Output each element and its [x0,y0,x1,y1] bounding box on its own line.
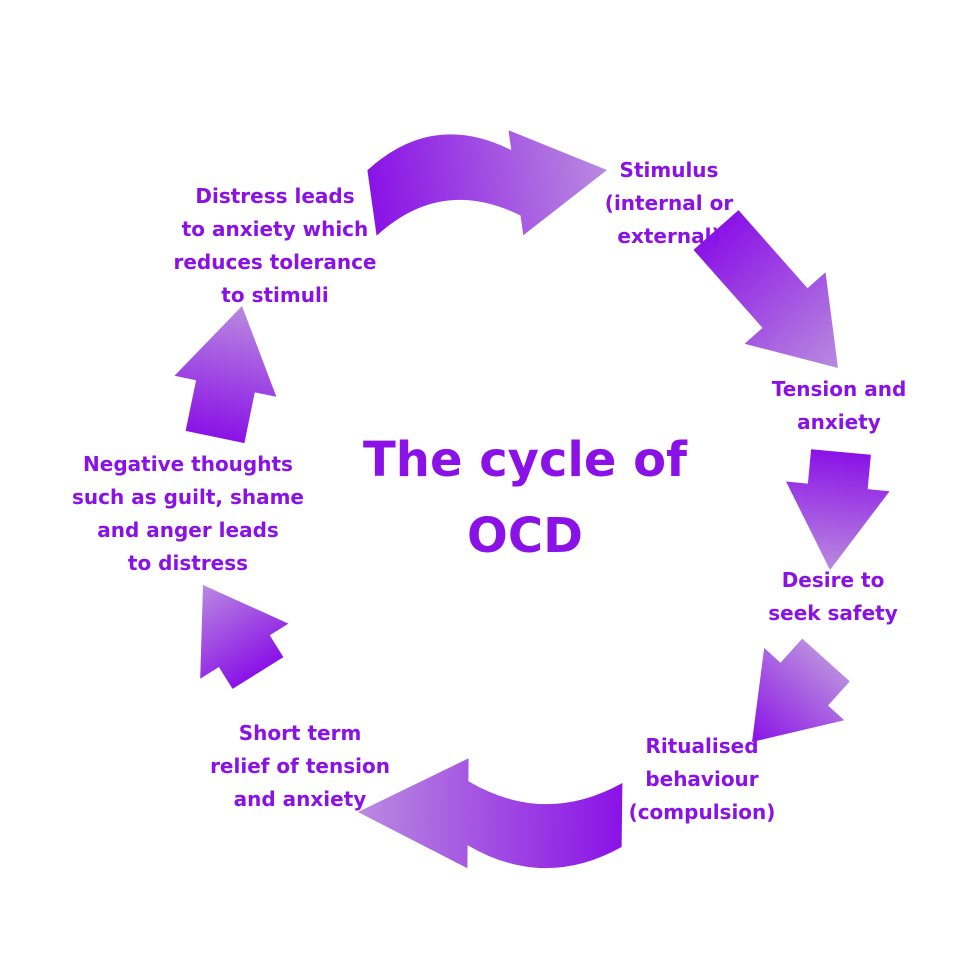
arrow-desire-to-ritual-icon [752,638,850,742]
step-line: reduces tolerance [173,250,377,274]
diagram-title: The cycle of OCD [363,422,687,574]
step-line: to distress [127,551,249,575]
step-line: such as guilt, shame [72,485,304,509]
arrow-stimulus-to-tension-icon [693,210,838,368]
arrow-ritual-to-relief-icon [358,758,623,869]
step-line: Stimulus [619,158,719,182]
step-distress: Distress leads to anxiety which reduces … [173,180,376,312]
arrow-tension-to-desire-icon [786,449,890,570]
step-line: Ritualised [645,734,759,758]
step-line: Short term [238,721,362,745]
step-line: Desire to [781,568,885,592]
step-line: Distress leads [195,184,355,208]
step-line: behaviour [645,767,759,791]
step-line: (compulsion) [628,800,776,824]
step-negative-thoughts: Negative thoughts such as guilt, shame a… [72,448,304,580]
step-line: external) [617,224,721,248]
arrow-negative-to-distress-icon [174,306,277,444]
step-stimulus: Stimulus (internal or external) [605,154,733,253]
arrow-relief-to-negative-icon [200,585,289,689]
step-tension: Tension and anxiety [772,373,907,439]
arrow-distress-to-stimulus-icon [367,130,607,236]
step-line: to stimuli [221,283,329,307]
step-line: Negative thoughts [83,452,293,476]
step-desire: Desire to seek safety [768,564,898,630]
step-line: and anxiety [233,787,367,811]
step-line: to anxiety which [181,217,369,241]
step-line: anxiety [797,410,881,434]
step-line: and anger leads [97,518,279,542]
step-relief: Short term relief of tension and anxiety [210,717,390,816]
step-ritual: Ritualised behaviour (compulsion) [629,730,776,829]
title-line: The cycle of [363,432,687,488]
step-line: Tension and [771,377,907,401]
step-line: relief of tension [210,754,390,778]
title-line: OCD [467,508,583,564]
step-line: seek safety [768,601,898,625]
step-line: (internal or [604,191,734,215]
